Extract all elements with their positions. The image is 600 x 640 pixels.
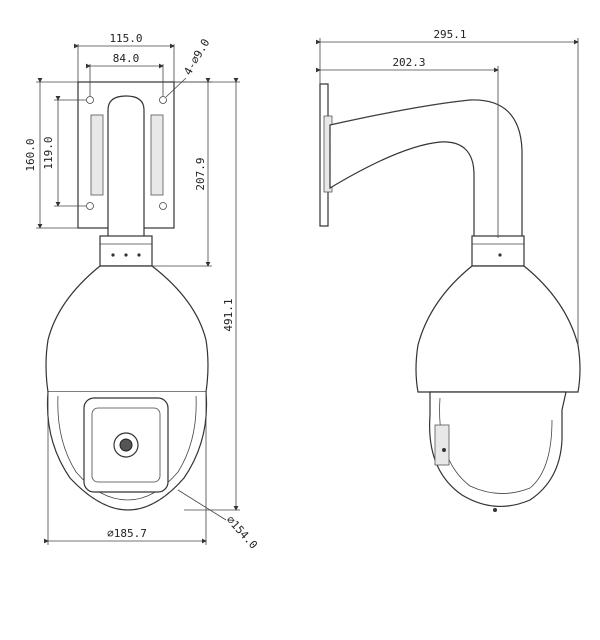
- inner-height-label: 119.0: [42, 136, 55, 169]
- dome-diameter-label: ⌀185.7: [107, 527, 147, 540]
- side-bracket-arm: [329, 99, 523, 239]
- plate-height-label: 160.0: [24, 138, 37, 171]
- side-housing-lower: [429, 391, 567, 508]
- front-view: [45, 81, 209, 511]
- side-view: [319, 83, 581, 512]
- plate-slot: [150, 114, 164, 196]
- mount-hole: [159, 96, 167, 104]
- mount-hole: [86, 202, 94, 210]
- plate-slot: [90, 114, 104, 196]
- side-dimensions: 295.1 202.3: [316, 28, 579, 345]
- side-housing-upper: [415, 265, 581, 393]
- lens-diameter-label: ⌀154.0: [224, 513, 260, 551]
- bracket-width-label: 115.0: [109, 32, 142, 45]
- bracket-arm: [107, 95, 145, 238]
- total-height-label: 491.1: [222, 298, 235, 331]
- total-length-label: 295.1: [433, 28, 466, 41]
- bracket-depth-label: 207.9: [194, 157, 207, 190]
- collar: [99, 235, 153, 267]
- mount-hole: [159, 202, 167, 210]
- arm-reach-label: 202.3: [392, 56, 425, 69]
- hole-spec-label: 4-⌀9.0: [181, 37, 212, 78]
- hole-spacing-label: 84.0: [113, 52, 140, 65]
- side-collar: [471, 235, 525, 267]
- mount-hole: [86, 96, 94, 104]
- housing-upper: [45, 265, 209, 393]
